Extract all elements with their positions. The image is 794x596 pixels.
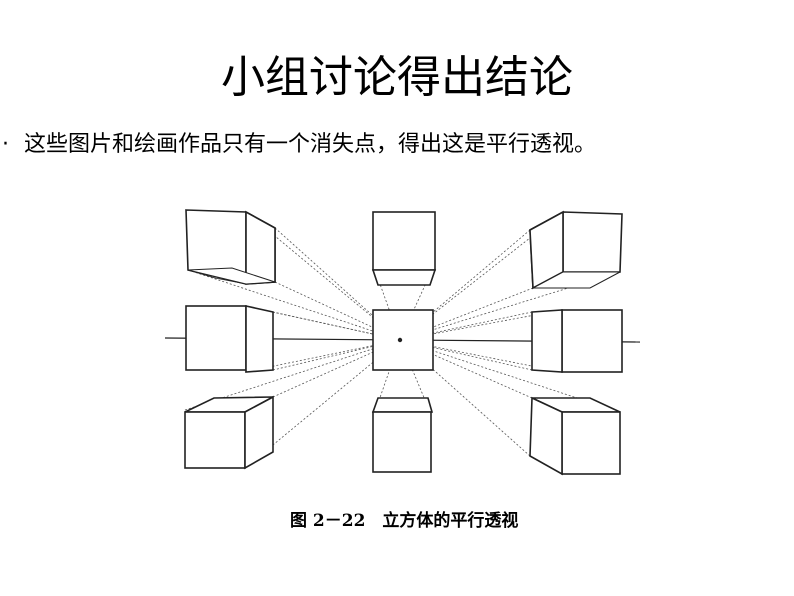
- cube-top-center: [371, 211, 437, 286]
- cube-bottom-right: [529, 396, 621, 476]
- cube-middle-left: [185, 305, 274, 373]
- cube-bottom-center: [371, 397, 434, 473]
- cube-middle-right: [531, 309, 623, 373]
- cube-top-right: [529, 210, 623, 290]
- bullet-text: 这些图片和绘画作品只有一个消失点，得出这是平行透视。: [24, 132, 597, 157]
- cube-perspective-diagram: [164, 209, 641, 476]
- figure-caption: 图 2－22 立方体的平行透视: [290, 511, 519, 531]
- cube-bottom-left: [184, 395, 274, 470]
- slide-title: 小组讨论得出结论: [221, 52, 573, 103]
- bullet-marker: ·: [2, 132, 9, 157]
- cube-top-left: [185, 209, 276, 285]
- bullet-point: · 这些图片和绘画作品只有一个消失点，得出这是平行透视。: [0, 130, 596, 160]
- vanishing-point: [397, 337, 403, 343]
- cube-center: [372, 309, 434, 371]
